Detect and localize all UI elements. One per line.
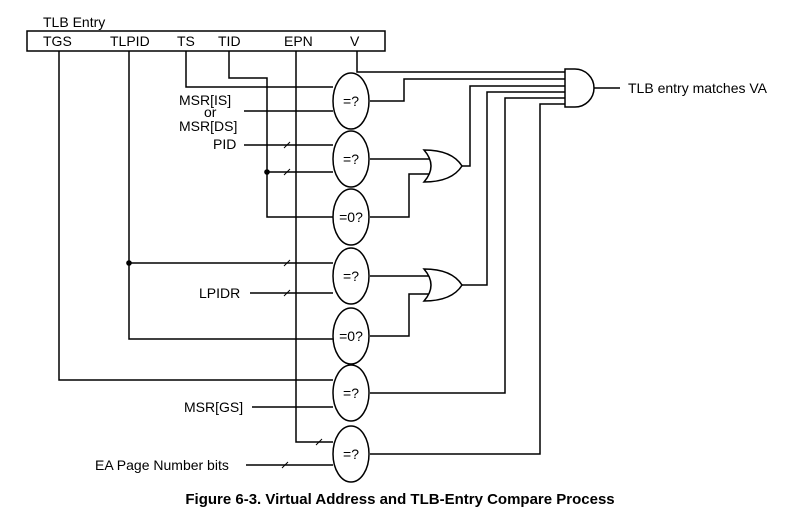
output-label: TLB entry matches VA bbox=[628, 80, 768, 96]
comparator-label: =? bbox=[343, 93, 359, 109]
label-msr-is: MSR[IS] bbox=[179, 92, 231, 108]
field-ts: TS bbox=[177, 33, 195, 49]
comparator-label: =? bbox=[343, 268, 359, 284]
bus-ticks bbox=[281, 141, 323, 469]
comparator-label: =? bbox=[343, 151, 359, 167]
figure-caption: Figure 6-3. Virtual Address and TLB-Entr… bbox=[185, 491, 614, 508]
comparator-tid-pid: =? bbox=[332, 130, 370, 188]
comparator-label: =0? bbox=[339, 328, 363, 344]
label-pid: PID bbox=[213, 136, 236, 152]
or-gate-pid bbox=[422, 149, 463, 183]
comparator-epn-ea: =? bbox=[332, 425, 370, 483]
wires bbox=[58, 51, 620, 466]
comparator-label: =0? bbox=[339, 209, 363, 225]
tlb-entry-register bbox=[26, 30, 386, 52]
field-v: V bbox=[350, 33, 360, 49]
comparator-ts-msr: =? bbox=[332, 72, 370, 130]
comparator-tlpid-zero: =0? bbox=[332, 307, 370, 365]
and-gate bbox=[564, 68, 595, 108]
junction-dot bbox=[126, 260, 132, 266]
comparator-tgs-msrgs: =? bbox=[332, 364, 370, 422]
label-msr-gs: MSR[GS] bbox=[184, 399, 243, 415]
comparator-tlpid-lpidr: =? bbox=[332, 247, 370, 305]
or-gate-lpid bbox=[422, 268, 463, 302]
field-tlpid: TLPID bbox=[110, 33, 150, 49]
label-or: or bbox=[204, 104, 217, 120]
field-tgs: TGS bbox=[43, 33, 72, 49]
field-tid: TID bbox=[218, 33, 241, 49]
tlb-entry-title: TLB Entry bbox=[43, 14, 105, 30]
label-msr-ds: MSR[DS] bbox=[179, 118, 237, 134]
label-lpidr: LPIDR bbox=[199, 285, 240, 301]
junction-dot bbox=[264, 169, 270, 175]
comparator-tid-zero: =0? bbox=[332, 188, 370, 246]
comparator-label: =? bbox=[343, 385, 359, 401]
comparator-label: =? bbox=[343, 446, 359, 462]
field-epn: EPN bbox=[284, 33, 313, 49]
label-ea-page: EA Page Number bits bbox=[95, 457, 229, 473]
